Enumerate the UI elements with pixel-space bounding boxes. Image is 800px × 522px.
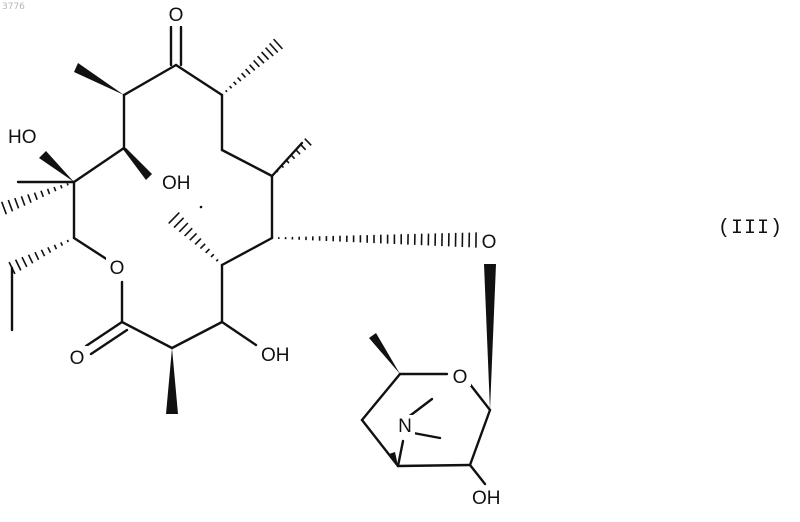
hash-stripe xyxy=(238,78,241,82)
hash-stripe xyxy=(67,183,68,185)
ketone-oxygen: O xyxy=(169,5,184,26)
hydroxyl-top: HO xyxy=(8,127,37,148)
hash-stripe xyxy=(206,249,210,253)
hash-stripe xyxy=(274,39,283,49)
hash-stripe xyxy=(54,245,56,249)
hash-stripe xyxy=(234,82,237,85)
corner-id: 3776 xyxy=(2,2,25,12)
hash-stripe xyxy=(22,257,27,267)
hash-stripe xyxy=(250,65,255,71)
hash-stripe xyxy=(41,250,44,256)
hash-stripe xyxy=(190,233,197,240)
hash-stripe xyxy=(246,69,251,74)
hash-stripe xyxy=(169,213,180,224)
hash-stripe xyxy=(54,187,56,191)
atom-labels: O HO OH O O OH O O N OH xyxy=(6,4,508,509)
hash-stripe xyxy=(21,196,24,205)
hash-stripe xyxy=(254,60,260,66)
hash-stripe xyxy=(230,86,232,88)
bond-skeleton xyxy=(12,27,490,484)
hash-stripe xyxy=(16,260,21,271)
hash-stripe xyxy=(67,240,68,242)
hash-stripe xyxy=(305,139,311,146)
hash-stripe xyxy=(35,193,38,200)
hashed-wedge-bonds xyxy=(2,39,476,274)
hash-stripe xyxy=(258,56,264,63)
hash-stripe xyxy=(295,149,300,154)
hash-stripe xyxy=(185,228,193,236)
hash-stripe xyxy=(8,200,12,211)
hash-stripe xyxy=(2,202,7,214)
hash-stripe xyxy=(211,254,214,257)
glycosidic-oxygen: O xyxy=(482,232,497,253)
hash-stripe xyxy=(48,247,51,252)
hash-stripe xyxy=(174,218,184,228)
compound-label: (III) xyxy=(718,217,783,240)
hash-stripe xyxy=(270,43,278,52)
hash-stripe xyxy=(28,194,31,202)
hash-stripe xyxy=(29,255,33,264)
hash-stripe xyxy=(61,185,62,188)
hash-stripe xyxy=(266,48,274,56)
hash-stripe xyxy=(61,242,63,245)
hash-stripe xyxy=(300,144,306,150)
hash-stripe xyxy=(15,198,19,208)
hydroxyl-lower: OH xyxy=(261,345,290,366)
hydroxyl-sugar: OH xyxy=(472,488,501,509)
dimethylamino-nitrogen: N xyxy=(398,416,412,437)
hash-stripe xyxy=(179,223,188,232)
hash-stripe xyxy=(242,73,246,77)
hash-stripe xyxy=(41,191,43,197)
hash-stripe xyxy=(216,259,218,261)
lactone-carbonyl-oxygen: O xyxy=(70,348,85,369)
hash-stripe xyxy=(35,252,39,260)
hydroxyl-mid: OH xyxy=(162,173,191,194)
hash-stripe xyxy=(226,90,227,92)
hash-stripe xyxy=(200,244,205,249)
hash-stripe xyxy=(262,52,269,60)
hash-stripe xyxy=(48,189,50,194)
sugar-ring-oxygen: O xyxy=(453,367,468,388)
stray-dot xyxy=(200,206,203,209)
hash-stripe xyxy=(195,239,201,245)
ring-oxygen: O xyxy=(110,258,125,279)
